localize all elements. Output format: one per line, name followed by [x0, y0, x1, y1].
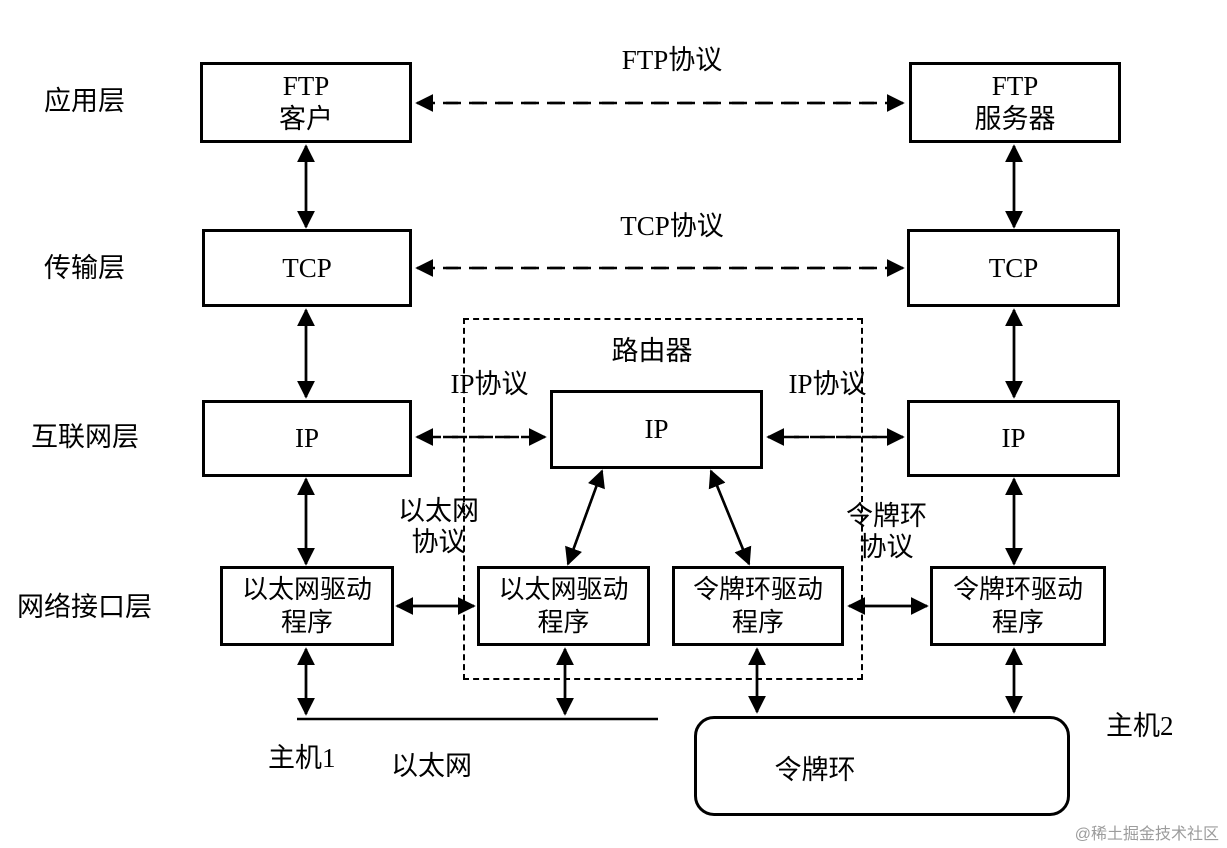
host2-tr-driver-box: 令牌环驱动 程序: [930, 566, 1106, 646]
host1-tcp-box: TCP: [202, 229, 412, 307]
watermark: @稀土掘金技术社区: [1074, 826, 1219, 843]
token-ring-network-label: 令牌环: [774, 755, 856, 785]
ethernet-protocol-line1: 以太网: [398, 496, 479, 526]
host1-ftp-line2: 客户: [279, 103, 333, 134]
router-ip-box: IP: [550, 390, 763, 469]
host2-label: 主机2: [1106, 711, 1174, 741]
router-tr-driver-box: 令牌环驱动 程序: [672, 566, 844, 646]
host1-label: 主机1: [268, 743, 336, 773]
host1-ftp-client-box: FTP 客户: [200, 62, 412, 143]
router-tr-line2: 程序: [731, 608, 784, 637]
ethernet-protocol-label: 以太网 协议: [381, 496, 496, 558]
layer-transport: 传输层: [44, 253, 125, 283]
host2-ip-box: IP: [907, 400, 1120, 477]
host2-ip-label: IP: [1001, 423, 1026, 453]
ip-protocol-left-label: IP协议: [450, 369, 529, 399]
router-eth-line1: 以太网驱动: [498, 575, 629, 604]
router-eth-driver-box: 以太网驱动 程序: [477, 566, 650, 646]
token-ring-protocol-label: 令牌环 协议: [829, 501, 944, 563]
host2-ftp-line2: 服务器: [974, 103, 1056, 134]
layer-network-interface: 网络接口层: [17, 592, 152, 622]
host1-eth-driver-box: 以太网驱动 程序: [220, 566, 394, 646]
host1-tcp-label: TCP: [282, 252, 332, 283]
host2-ftp-server-box: FTP 服务器: [909, 62, 1121, 143]
ethernet-protocol-line2: 协议: [411, 527, 466, 557]
ethernet-network-label: 以太网: [391, 751, 472, 781]
host1-ftp-line1: FTP: [282, 70, 330, 101]
host2-driver-line1: 令牌环驱动: [952, 575, 1083, 604]
host1-driver-line2: 程序: [280, 608, 333, 637]
arrow-router-ip-tr-driver: [708, 469, 752, 566]
token-ring-protocol-line2: 协议: [859, 532, 914, 562]
layer-application: 应用层: [44, 86, 125, 116]
host2-driver-line2: 程序: [991, 608, 1044, 637]
layer-internet: 互联网层: [31, 422, 139, 452]
ftp-protocol-label: FTP协议: [621, 45, 723, 75]
ip-protocol-right-label: IP协议: [788, 369, 867, 399]
router-eth-line2: 程序: [537, 608, 590, 637]
router-title: 路由器: [611, 336, 693, 366]
host2-tcp-label: TCP: [988, 252, 1039, 283]
host2-tcp-box: TCP: [907, 229, 1120, 307]
arrow-router-ip-eth-driver: [565, 469, 605, 566]
router-tr-line1: 令牌环驱动: [692, 575, 823, 604]
host1-driver-line1: 以太网驱动: [241, 575, 372, 604]
token-ring-protocol-line1: 令牌环: [846, 501, 927, 531]
host2-ftp-line1: FTP: [991, 70, 1039, 101]
tcp-protocol-label: TCP协议: [620, 211, 724, 241]
host1-ip-label: IP: [294, 423, 319, 453]
host1-ip-box: IP: [202, 400, 412, 477]
token-ring-network-box: [694, 716, 1070, 816]
router-ip-label: IP: [644, 414, 669, 444]
router-enclosure: [463, 318, 863, 680]
